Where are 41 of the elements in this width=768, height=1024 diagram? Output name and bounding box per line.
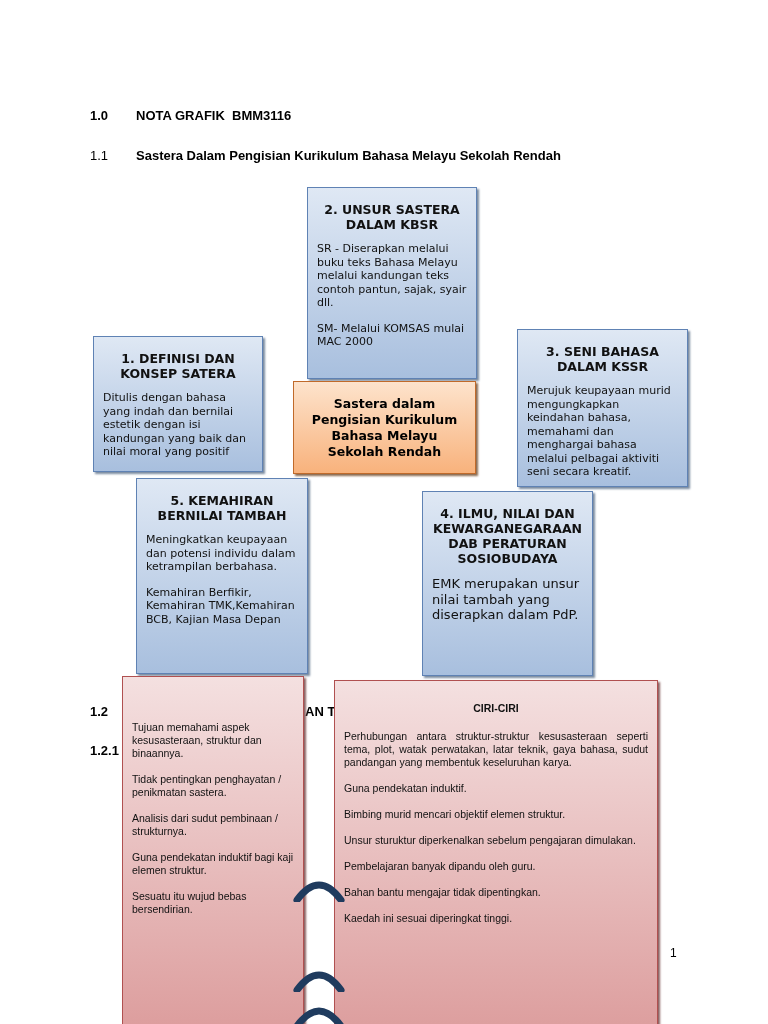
box-heading: Sastera dalam Pengisian Kurikulum Bahasa Melayu Sekolah Rendah: [310, 396, 459, 460]
section-number: 1.2: [90, 704, 109, 719]
section-heading: Sastera Dalam Pengisian Kurikulum Bahasa Melayu Sekolah Rendah: [136, 148, 561, 163]
body-text: Sesuatu itu wujud bebas bersendirian.: [132, 890, 248, 916]
info-box: [136, 478, 308, 674]
body-text: Tidak pentingkan penghayatan / penikmatan sastera.: [132, 773, 283, 799]
box-heading: 3. SENI BAHASA DALAM KSSR: [545, 344, 660, 374]
body-text: Ditulis dengan bahasa yang indah dan bernilai estetik dengan isi kandungan yang baik dan nilai moral yang positif: [103, 391, 248, 459]
body-text: Unsur sturuktur diperkenalkan sebelum pengajaran dimulakan.: [344, 834, 637, 847]
section-number: 1.2.1: [90, 743, 119, 758]
box-heading: 2. UNSUR SASTERA DALAM KBSR: [323, 202, 461, 232]
center-topic-box: [293, 381, 476, 474]
box-heading: 4. ILMU, NILAI DAN KEWARGANEGARAAN DAB PERATURAN SOSIOBUDAYA: [432, 506, 583, 566]
info-box: [517, 329, 688, 487]
body-text: Perhubungan antara struktur-struktur kesusasteraan seperti tema, plot, watak perwatakan, latar teknik, gaya bahasa, sudut pandangan yang membentuk keseluruhan karya.: [344, 730, 648, 769]
page-number: 1: [670, 946, 677, 960]
body-text: Tujuan memahami aspek kesusasteraan, struktur dan binaannya.: [132, 721, 263, 760]
body-text: Guna pendekatan induktif.: [344, 782, 468, 795]
section-heading: NOTA GRAFIK BMM3116: [136, 108, 292, 123]
body-text: Kemahiran Berfikir, Kemahiran TMK,Kemahiran BCB, Kajian Masa Depan: [146, 585, 296, 626]
section-number: 1.1: [90, 148, 109, 163]
section-number: 1.0: [90, 108, 109, 123]
box-heading: 1. DEFINISI DAN KONSEP SATERA: [119, 351, 237, 381]
body-text: SM- Melalui KOMSAS mulai MAC 2000: [317, 321, 466, 349]
body-text: Kaedah ini sesuai diperingkat tinggi.: [344, 912, 514, 925]
notes-card: [334, 680, 658, 1024]
notes-card: [122, 676, 304, 1024]
box-heading: 5. KEMAHIRAN BERNILAI TAMBAH: [156, 493, 288, 523]
body-text: Analisis dari sudut pembinaan / strukturnya.: [132, 812, 279, 838]
info-box: [422, 491, 593, 676]
body-text: SR - Diserapkan melalui buku teks Bahasa Melayu melalui kandungan teks contoh pantun, sajak, syair dll.: [317, 242, 467, 310]
body-text: Bahan bantu mengajar tidak dipentingkan.: [344, 886, 542, 899]
body-text: EMK merupakan unsur nilai tambah yang diserapkan dalam PdP.: [432, 576, 581, 623]
body-text: Merujuk keupayaan murid mengungkapkan keindahan bahasa, memahami dan menghargai bahasa melalui pelbagai aktiviti seni secara kreatif.: [527, 384, 672, 479]
info-box: [307, 187, 477, 379]
body-text: Meningkatkan keupayaan dan potensi individu dalam ketrampilan berbahasa.: [146, 533, 297, 574]
info-box: [93, 336, 263, 472]
box-heading: CIRI-CIRI: [472, 701, 520, 716]
body-text: Guna pendekatan induktif bagi kaji elemen struktur.: [132, 851, 294, 877]
body-text: Bimbing murid mencari objektif elemen struktur.: [344, 808, 567, 821]
body-text: Pembelajaran banyak dipandu oleh guru.: [344, 860, 537, 873]
